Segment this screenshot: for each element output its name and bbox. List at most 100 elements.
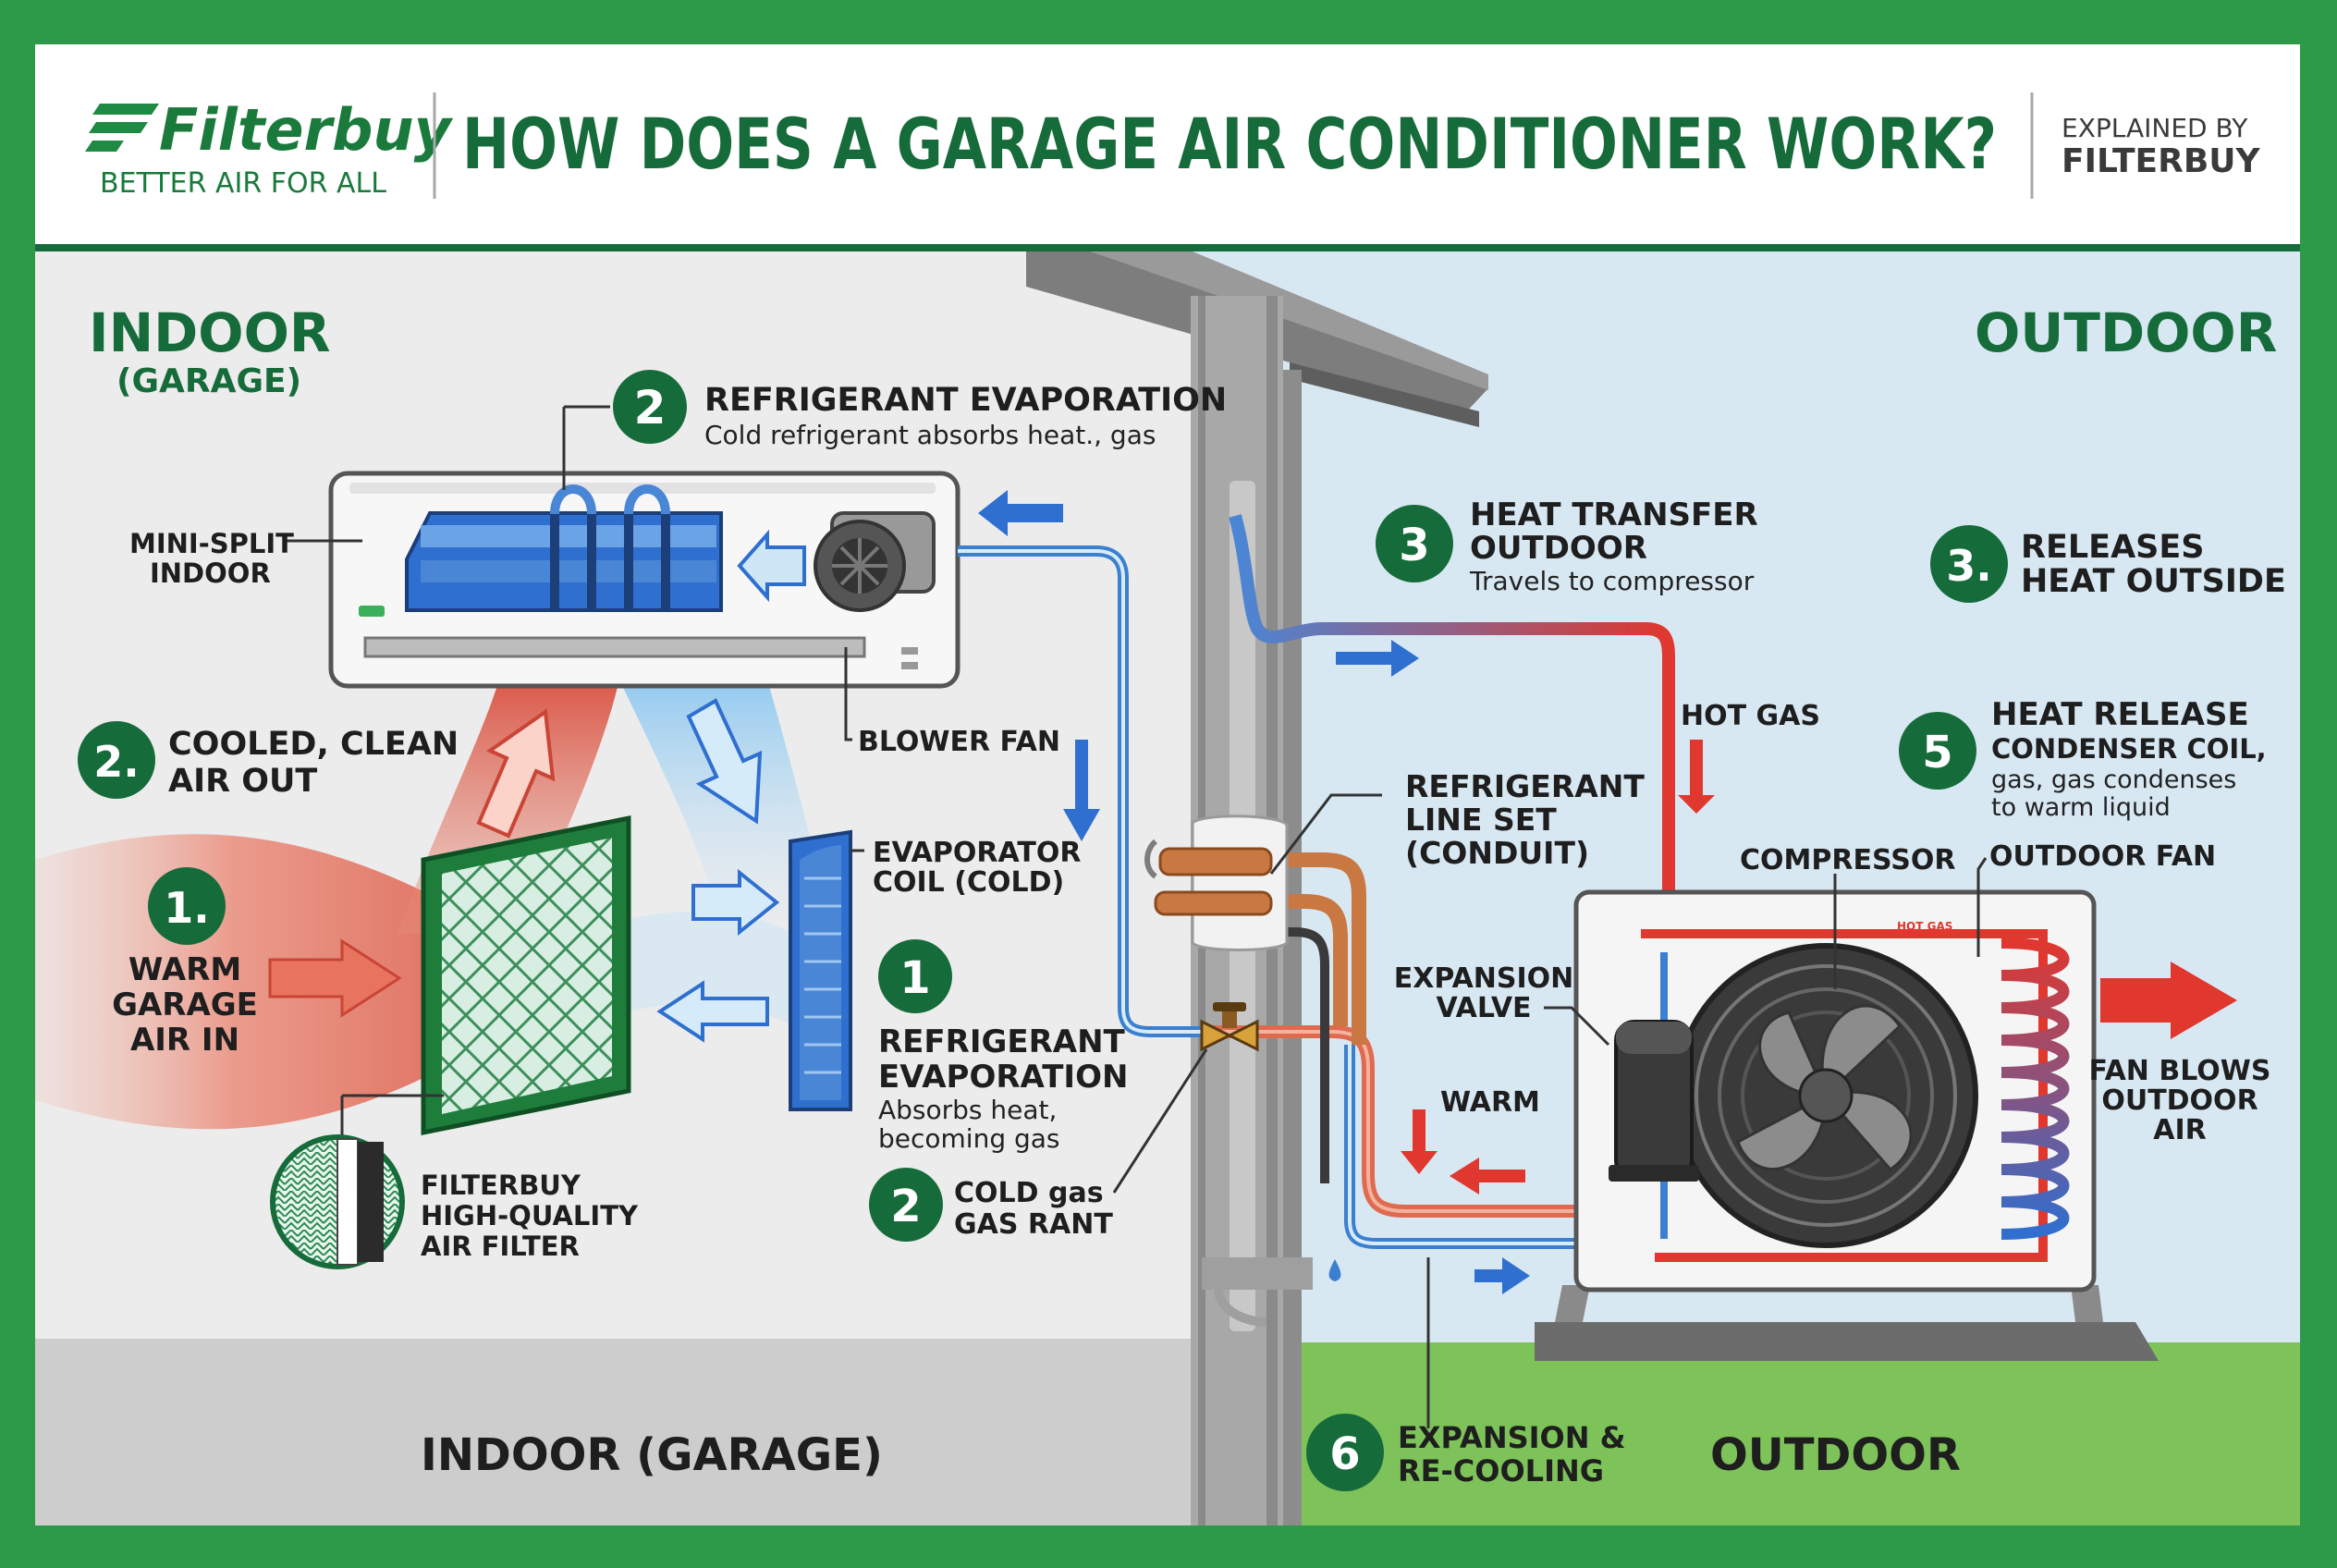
step-badge: 2 (613, 370, 687, 444)
indoor-subtitle: (GARAGE) (116, 362, 301, 400)
filter-mesh-zoom-icon (270, 1134, 405, 1269)
step-heat-transfer-outdoor: 3 HEAT TRANSFER OUTDOOR Travels to compr… (1376, 496, 1758, 596)
exhaust-arrow-icon (2100, 962, 2237, 1039)
step-title-line-1: EXPANSION & (1398, 1420, 1626, 1455)
pipe-wall-bracket (1144, 815, 1289, 951)
cold-right-arrow-icon (1474, 1257, 1530, 1294)
step-desc-line-3: to warm liquid (1991, 793, 2171, 822)
outdoor-fan-icon (1673, 943, 1978, 1248)
step-badge: 6 (1306, 1414, 1384, 1491)
step-title-line-2: GAS RANT (954, 1208, 1113, 1241)
expansion-valve-label-2: VALVE (1436, 992, 1531, 1024)
svg-text:1: 1 (899, 952, 930, 1004)
step-title-line-1: COLD gas (954, 1177, 1104, 1209)
svg-text:3: 3 (1399, 520, 1429, 571)
step-desc: Travels to compressor (1469, 566, 1755, 596)
expansion-valve-icon (1200, 1002, 1259, 1052)
step-title-line-1: RELEASES (2021, 529, 2204, 566)
cool-air-down-arrow-icon (686, 698, 763, 825)
evaporator-coil-label-1: EVAPORATOR (873, 837, 1081, 869)
indoor-floor (35, 1339, 1191, 1525)
svg-text:2.: 2. (93, 737, 139, 787)
step-badge: 5 (1899, 712, 1976, 790)
line-set-label-2: LINE SET (1405, 802, 1557, 838)
air-filter-icon (340, 815, 631, 1146)
step-title-line-2: EVAPORATION (878, 1059, 1128, 1096)
step-warm-garage-air-in: 1. WARM GARAGE AIR IN (112, 867, 258, 1059)
step-title-line-2: RE-COOLING (1398, 1453, 1604, 1488)
step-desc-line-2: gas, gas condenses (1991, 766, 2236, 794)
outdoor-condenser-unit: HOT GAS (1535, 889, 2159, 1361)
outdoor-footer: OUTDOOR (1710, 1429, 1961, 1481)
step-heat-release: 5 HEAT RELEASE CONDENSER COIL, gas, gas … (1899, 696, 2267, 822)
svg-text:5: 5 (1922, 727, 1952, 778)
warm-down-arrow-icon (1401, 1109, 1438, 1174)
filter-label-1: FILTERBUY (421, 1170, 581, 1201)
step-badge: 3. (1930, 525, 2008, 603)
mini-split-label-2: INDOOR (150, 557, 271, 589)
step-title-line-2: OUTDOOR (1470, 530, 1647, 567)
outdoor-title: OUTDOOR (1975, 301, 2277, 364)
flow-arrow-down-indoor-icon (1063, 740, 1100, 841)
warm-label: WARM (1440, 1086, 1540, 1119)
step-title-line-1: REFRIGERANT (878, 1023, 1126, 1060)
intake-arrow-icon (737, 529, 806, 603)
fan-blows-label-3: AIR (2153, 1114, 2206, 1146)
coil-intake-arrow-icon (691, 868, 780, 937)
step-badge: 2 (869, 1168, 943, 1242)
step-title-line-2: HEAT OUTSIDE (2021, 563, 2286, 600)
step-desc-line-2: becoming gas (878, 1123, 1060, 1154)
blower-fan-icon (814, 511, 936, 612)
brand-name: Filterbuy (159, 96, 454, 164)
svg-text:6: 6 (1329, 1428, 1360, 1480)
step-refrigerant-evaporation-coil: 1 REFRIGERANT EVAPORATION Absorbs heat, … (878, 939, 1128, 1154)
condenser-coil-icon (2001, 937, 2070, 1240)
step-badge: 1 (878, 939, 952, 1013)
svg-text:2: 2 (890, 1181, 921, 1232)
indoor-footer: INDOOR (GARAGE) (421, 1429, 883, 1481)
step-badge: 1. (148, 867, 226, 945)
step-title-line-2: GARAGE (112, 986, 258, 1023)
step-expansion-recooling: 6 EXPANSION & RE-COOLING (1306, 1414, 1626, 1491)
compressor-icon (1609, 1020, 1699, 1182)
svg-text:3.: 3. (1946, 541, 1991, 591)
flow-arrow-return-icon (978, 490, 1063, 536)
fan-blows-label-1: FAN BLOWS (2089, 1055, 2271, 1087)
hot-gas-label: HOT GAS (1681, 700, 1820, 732)
evaporator-coil-label-2: COIL (COLD) (873, 866, 1064, 899)
step-badge: 3 (1376, 505, 1453, 582)
leader-lines (287, 405, 1988, 1428)
filter-label-3: AIR FILTER (421, 1231, 580, 1262)
fan-blows-label-2: OUTDOOR (2101, 1084, 2257, 1117)
step-cooled-air-out: 2. COOLED, CLEAN AIR OUT (78, 721, 459, 800)
brand-tagline: BETTER AIR FOR ALL (100, 167, 386, 200)
step-cold-gas: 2 COLD gas GAS RANT (869, 1168, 1113, 1242)
step-title-line-1: HEAT TRANSFER (1470, 496, 1758, 533)
mini-split-label-1: MINI-SPLIT (129, 528, 294, 559)
flow-arrow-outdoor-right-icon (1336, 640, 1419, 677)
header: Filterbuy BETTER AIR FOR ALL HOW DOES A … (35, 44, 2300, 251)
step-title-line-1: WARM (128, 951, 241, 988)
step-refrigerant-evaporation-top: 2 REFRIGERANT EVAPORATION Cold refrigera… (613, 370, 1227, 450)
filterbuy-logo-icon (85, 104, 159, 152)
blower-fan-label: BLOWER FAN (858, 726, 1060, 758)
mini-split-indoor-unit (328, 471, 960, 689)
return-air-arrow-icon (656, 980, 769, 1043)
filter-label-2: HIGH-QUALITY (421, 1200, 639, 1231)
svg-text:2: 2 (634, 381, 667, 435)
warm-air-in-arrow-icon (268, 938, 402, 1018)
step-desc: Cold refrigerant absorbs heat., gas (704, 420, 1156, 450)
warm-left-arrow-icon (1450, 1158, 1525, 1194)
line-set-label-1: REFRIGERANT (1405, 768, 1645, 804)
step-title-line-1: COOLED, CLEAN (168, 726, 459, 763)
indoor-title: INDOOR (89, 301, 331, 364)
step-title-line-3: AIR IN (130, 1022, 239, 1059)
refrigerant-line-set (958, 514, 1675, 1249)
step-desc-line-1: Absorbs heat, (878, 1095, 1057, 1125)
hot-gas-down-arrow-icon (1678, 740, 1715, 814)
evaporator-coil-icon (789, 829, 864, 1111)
warm-air-up-arrow-icon (476, 708, 556, 839)
outdoor-fan-label: OUTDOOR FAN (1989, 840, 2216, 873)
indoor-coil-icon (405, 484, 723, 612)
